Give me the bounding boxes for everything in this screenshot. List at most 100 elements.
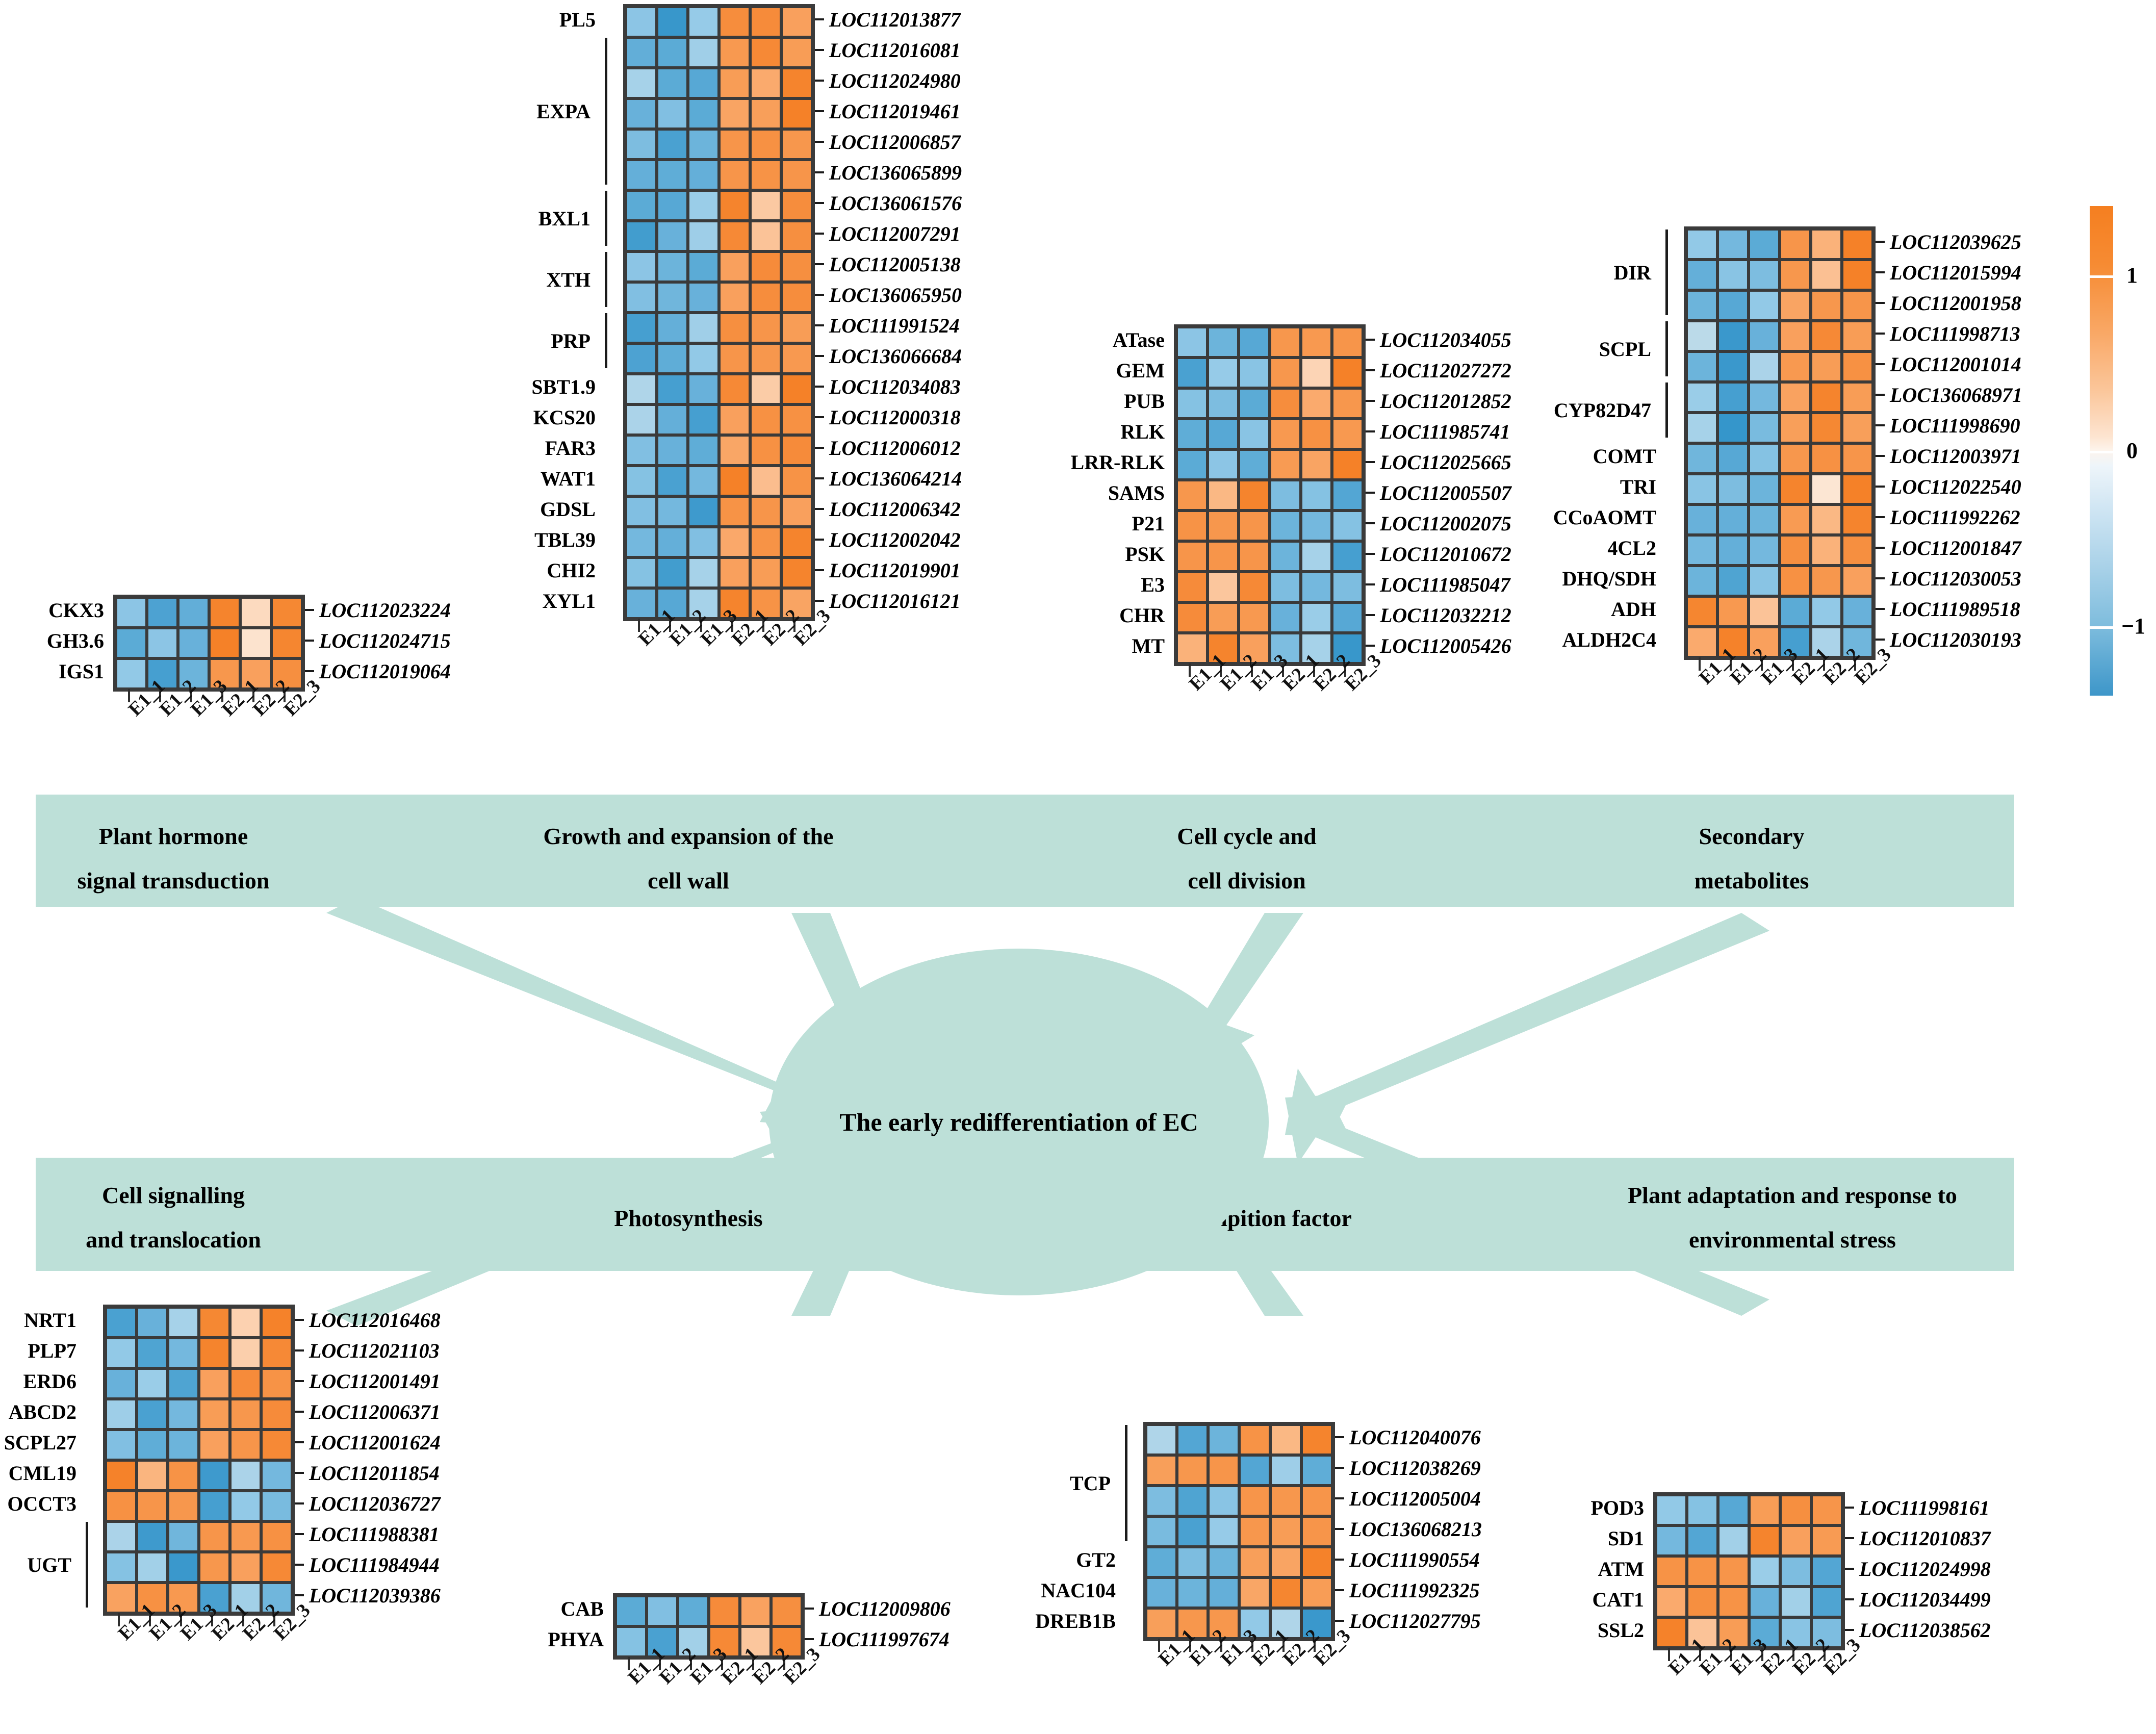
heatmap-cell xyxy=(199,1399,230,1430)
heatmap-cell xyxy=(1270,480,1301,511)
top-banner xyxy=(36,795,2014,907)
x-axis-tick xyxy=(117,1613,120,1626)
heatmap-cell xyxy=(1749,1495,1780,1525)
heatmap-cell xyxy=(657,435,688,466)
heatmap-cell xyxy=(657,160,688,190)
gene-id-text: LOC112016121 xyxy=(829,589,961,613)
gene-id-text: LOC112038269 xyxy=(1349,1456,1481,1480)
heatmap-cell xyxy=(750,557,781,588)
x-axis-tick xyxy=(700,619,702,632)
x-axis-tick xyxy=(658,1657,661,1670)
heatmap-cell xyxy=(230,1307,261,1338)
heatmap-cell xyxy=(1239,511,1270,541)
heatmap-cell xyxy=(1686,443,1717,474)
row-label: GH3.6 xyxy=(46,629,104,652)
banner-label-cell-cycle: Cell cycle and cell division xyxy=(1177,823,1317,894)
heatmap-cell xyxy=(781,404,812,435)
heatmap-cell xyxy=(1301,1455,1332,1486)
heatmap-cell xyxy=(1718,1556,1749,1587)
heatmap-cell xyxy=(271,658,302,689)
gene-id-text: LOC112034499 xyxy=(1859,1588,1991,1611)
heatmap-cell xyxy=(688,313,719,343)
row-label: CML19 xyxy=(8,1461,76,1485)
gene-label: LOC112006371 xyxy=(295,1396,441,1427)
heatmap-cell xyxy=(137,1399,168,1430)
row-label: E3 xyxy=(1141,573,1165,596)
heatmap-cell xyxy=(1239,419,1270,449)
heatmap-cell xyxy=(750,282,781,313)
gene-id-text: LOC111984944 xyxy=(309,1553,440,1576)
row-label: DREB1B xyxy=(1035,1609,1116,1633)
gene-tick-dash xyxy=(305,670,314,672)
heatmap-cell xyxy=(1270,1608,1301,1639)
heatmap-cell xyxy=(199,1368,230,1399)
heatmap-cell xyxy=(1717,474,1749,504)
heatmap-cell xyxy=(230,1521,261,1552)
x-axis-tick xyxy=(762,619,764,632)
gene-label: LOC112022540 xyxy=(1876,471,2021,502)
heatmap-cell xyxy=(137,1491,168,1521)
gene-label: LOC112003971 xyxy=(1876,441,2021,471)
heatmap-cell xyxy=(781,129,812,160)
banner-label-plant-hormone: Plant hormone signal transduction xyxy=(77,823,270,894)
gene-tick-dash xyxy=(1366,400,1375,402)
gene-label: LOC112012852 xyxy=(1366,386,1511,416)
gene-tick-dash xyxy=(1876,394,1885,396)
heatmap-grid-transcription-factor xyxy=(1143,1422,1335,1641)
heatmap-cell xyxy=(781,527,812,557)
heatmap-cell xyxy=(1177,1455,1208,1486)
gene-label: LOC112038269 xyxy=(1335,1452,1481,1483)
colorbar-tick-low xyxy=(2090,626,2113,629)
heatmap-cell xyxy=(626,588,657,619)
heatmap-cell xyxy=(626,527,657,557)
heatmap-cell xyxy=(1842,382,1873,413)
heatmap-cell xyxy=(626,496,657,527)
x-axis-tick xyxy=(793,619,795,632)
heatmap-cell xyxy=(688,7,719,37)
row-label: GEM xyxy=(1116,359,1165,382)
heatmap-cell xyxy=(1656,1587,1687,1617)
colorbar-tick-mid xyxy=(2090,451,2113,453)
gene-label: LOC112024980 xyxy=(815,65,961,96)
heatmap-cell xyxy=(750,160,781,190)
heatmap-cell xyxy=(1717,504,1749,535)
heatmap-cell xyxy=(137,1368,168,1399)
heatmap-cell xyxy=(1332,327,1363,358)
gene-id-text: LOC112001847 xyxy=(1890,536,2021,559)
heatmap-cell xyxy=(1146,1577,1177,1608)
heatmap-cell xyxy=(750,588,781,619)
heatmap-cell xyxy=(1686,382,1717,413)
gene-tick-dash xyxy=(1335,1497,1344,1499)
heatmap-cell xyxy=(1176,358,1208,388)
heatmap-cell xyxy=(1811,1556,1842,1587)
heatmap-cell xyxy=(1718,1495,1749,1525)
heatmap-cell xyxy=(750,435,781,466)
heatmap-cell xyxy=(1270,358,1301,388)
gene-id-text: LOC112013877 xyxy=(829,8,961,31)
heatmap-cell xyxy=(1749,1587,1780,1617)
heatmap-cell xyxy=(1270,1455,1301,1486)
x-axis-tick xyxy=(159,689,161,702)
heatmap-cell xyxy=(209,628,240,658)
gene-id-text: LOC112007291 xyxy=(829,222,961,245)
heatmap-cell xyxy=(1270,388,1301,419)
heatmap-cell xyxy=(626,466,657,496)
heatmap-cell xyxy=(106,1583,137,1613)
heatmap-cell xyxy=(1717,290,1749,321)
heatmap-cell xyxy=(116,597,147,628)
heatmap-cell xyxy=(1842,627,1873,657)
gene-label: LOC112011854 xyxy=(295,1458,440,1488)
heatmap-cell xyxy=(1780,1495,1811,1525)
heatmap-cell xyxy=(1811,1525,1842,1556)
heatmap-cell xyxy=(1208,388,1239,419)
heatmap-cell xyxy=(1687,1525,1718,1556)
heatmap-cell xyxy=(106,1399,137,1430)
gene-id-text: LOC111989518 xyxy=(1890,597,2020,621)
row-label: CAT1 xyxy=(1592,1588,1644,1611)
heatmap-cell xyxy=(1239,1516,1270,1547)
heatmap-cell xyxy=(199,1460,230,1491)
gene-label: LOC111991524 xyxy=(815,310,960,341)
banner-label-secondary-metabolites: Secondary metabolites xyxy=(1694,823,1809,894)
heatmap-cell xyxy=(1146,1424,1177,1455)
gene-tick-dash xyxy=(1845,1629,1854,1631)
